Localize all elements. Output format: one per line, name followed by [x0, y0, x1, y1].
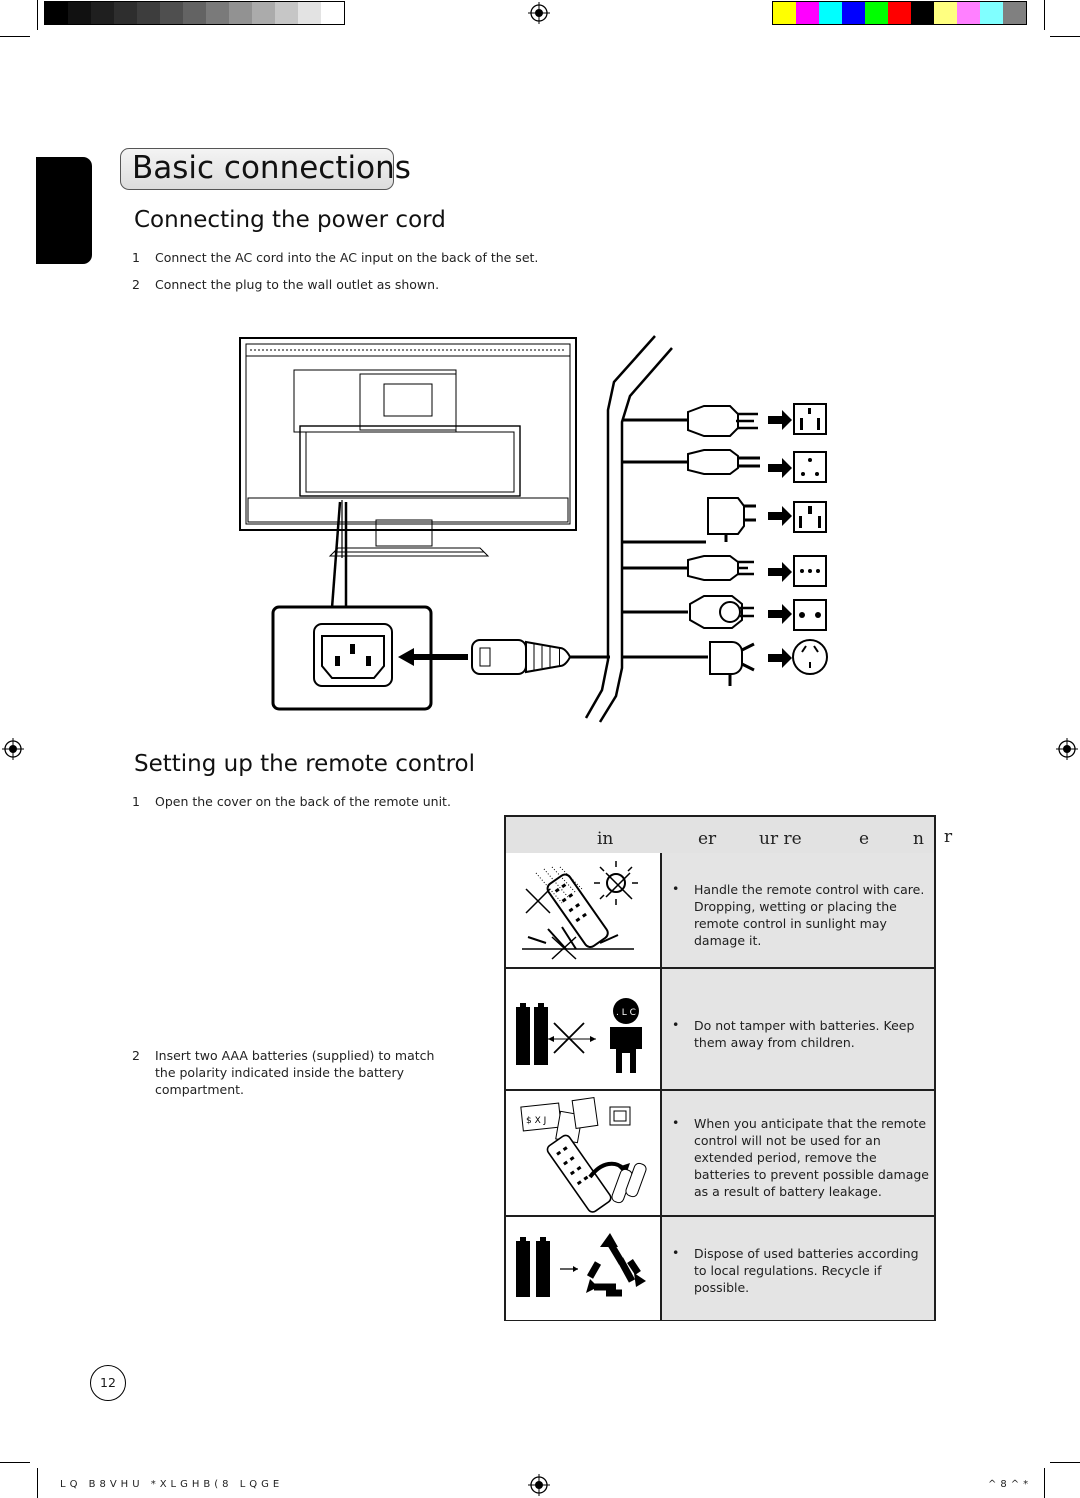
care-description: • When you anticipate that the remote co… [662, 1091, 934, 1217]
header-fragment: e [859, 829, 870, 849]
color-swatch [934, 2, 957, 24]
bullet: • [672, 881, 680, 896]
gray-swatch [160, 2, 183, 24]
gray-swatch [229, 2, 252, 24]
page-title: Basic connections [132, 150, 411, 186]
crop-mark [1050, 1462, 1080, 1463]
plug-types [622, 405, 760, 686]
tv-back-illustration [239, 337, 577, 558]
gray-swatch [114, 2, 137, 24]
color-swatch [957, 2, 980, 24]
bullet: • [672, 1115, 680, 1130]
registration-target-icon [528, 1474, 550, 1496]
step-text: Connect the AC cord into the AC input on… [155, 250, 539, 265]
gray-swatch [252, 2, 275, 24]
gray-swatch [206, 2, 229, 24]
ac-inlet-callout [271, 605, 433, 711]
color-swatch [819, 2, 842, 24]
footer-left: LQ B8VHU *XLGHB(8 LQGE [60, 1479, 284, 1490]
title-box [120, 148, 394, 190]
header-fragment: in [597, 829, 614, 849]
header-fragment: ur re [759, 829, 802, 849]
power-connection-diagram [239, 335, 828, 723]
gray-swatch [321, 2, 344, 24]
gray-swatch [275, 2, 298, 24]
crop-mark [1044, 0, 1045, 30]
table-row: • Handle the remote control with care. D… [506, 853, 934, 967]
crop-mark [0, 1462, 30, 1463]
gray-swatch [91, 2, 114, 24]
crop-mark [37, 1468, 38, 1498]
step-text: Insert two AAA batteries (supplied) to m… [155, 1048, 435, 1097]
color-swatch [842, 2, 865, 24]
arrow-right-icon [768, 410, 792, 668]
registration-target-icon [2, 738, 24, 760]
gray-swatch [183, 2, 206, 24]
remove-batteries-icon: $ X J [506, 1091, 662, 1217]
color-swatch [911, 2, 934, 24]
care-text: When you anticipate that the remote cont… [694, 1116, 929, 1199]
color-swatch [796, 2, 819, 24]
crop-mark [1044, 1468, 1045, 1498]
table-row: • Dispose of used batteries according to… [506, 1215, 934, 1320]
gray-swatch [298, 2, 321, 24]
page-number: 12 [90, 1365, 126, 1401]
bullet: • [672, 1017, 680, 1032]
color-swatch [1003, 2, 1026, 24]
crop-mark [0, 36, 30, 37]
remote-step-2: 2 Insert two AAA batteries (supplied) to… [132, 1047, 452, 1103]
table-header: in er ur re e n [506, 817, 934, 855]
remote-heading: Setting up the remote control [134, 751, 475, 777]
step-text: Open the cover on the back of the remote… [155, 794, 451, 809]
header-fragment: er [698, 829, 717, 849]
color-swatch [888, 2, 911, 24]
gray-swatch [68, 2, 91, 24]
icon-label: . L C [616, 1008, 636, 1018]
color-calibration-bar [772, 1, 1027, 25]
remote-hazard-icon [506, 853, 662, 967]
header-fragment: n [913, 829, 924, 849]
care-description: • Handle the remote control with care. D… [662, 853, 934, 967]
grayscale-calibration-bar [44, 1, 345, 25]
bullet: • [672, 1245, 680, 1260]
crop-mark [37, 0, 38, 30]
remote-care-table: in er ur re e n [504, 815, 936, 1321]
header-fragment: r [944, 827, 953, 847]
icon-label: $ X J [526, 1116, 546, 1126]
color-swatch [865, 2, 888, 24]
chapter-tab [36, 157, 92, 264]
table-row: $ X J [506, 1089, 934, 1217]
step-number: 1 [132, 794, 140, 809]
arrow-left-icon [398, 648, 468, 666]
step-number: 1 [132, 250, 140, 265]
care-description: • Do not tamper with batteries. Keep the… [662, 969, 934, 1090]
table-row: . L C • Do not tamper with batteries. Ke… [506, 967, 934, 1090]
registration-target-icon [1056, 738, 1078, 760]
step-number: 2 [132, 277, 140, 292]
gray-swatch [45, 2, 68, 24]
care-text: Handle the remote control with care. Dro… [694, 882, 925, 948]
color-swatch [773, 2, 796, 24]
care-description: • Dispose of used batteries according to… [662, 1217, 934, 1320]
outlet-types [792, 403, 828, 675]
step-number: 2 [132, 1048, 140, 1063]
battery-child-icon: . L C [506, 969, 662, 1090]
color-swatch [980, 2, 1003, 24]
c13-plug [471, 639, 572, 675]
crop-mark [1050, 36, 1080, 37]
footer-right: ^8^* [988, 1479, 1033, 1490]
gray-swatch [137, 2, 160, 24]
care-text: Dispose of used batteries according to l… [694, 1246, 919, 1295]
registration-target-icon [528, 2, 550, 24]
recycle-icon [506, 1217, 662, 1320]
care-text: Do not tamper with batteries. Keep them … [694, 1018, 915, 1050]
power-cord-heading: Connecting the power cord [134, 207, 446, 233]
step-text: Connect the plug to the wall outlet as s… [155, 277, 440, 292]
